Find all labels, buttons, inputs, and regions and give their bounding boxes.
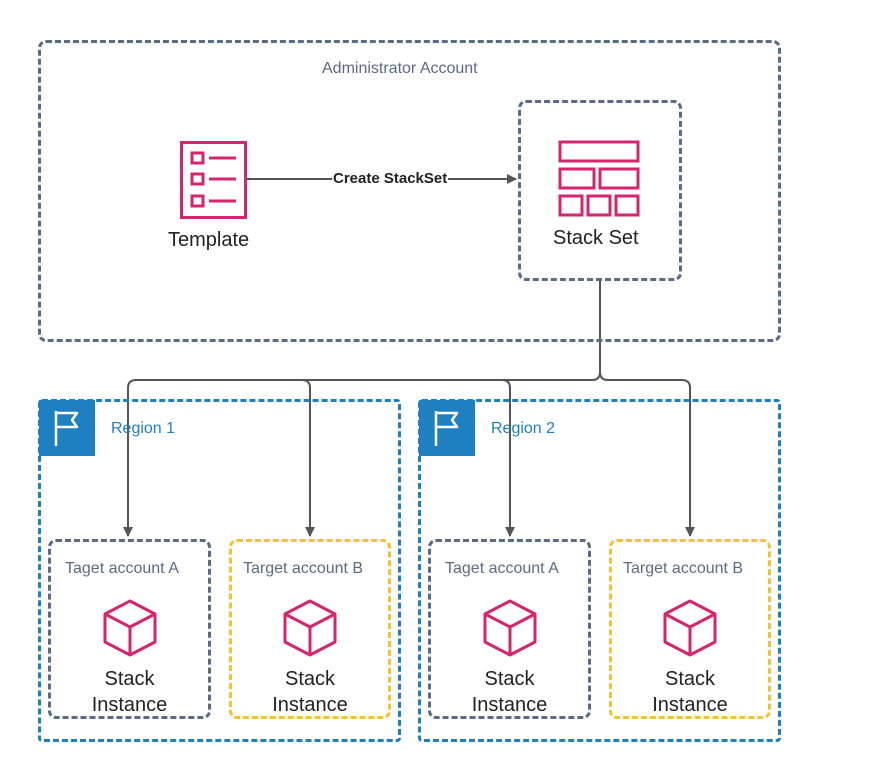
region-2-container — [418, 399, 781, 742]
instance-line-2: Instance — [471, 694, 548, 716]
region-2-account-a — [428, 539, 591, 719]
instance-line-1: Stack — [664, 668, 716, 690]
stack-set-label: Stack Set — [553, 227, 639, 249]
administrator-account-container — [38, 40, 781, 342]
template-label: Template — [168, 229, 250, 251]
branch-to-region1-account-b — [300, 379, 315, 537]
region-2-account-b — [609, 539, 771, 719]
region-1-account-b-title: Target account B — [243, 560, 364, 577]
region-1-account-a — [48, 539, 211, 719]
create-stackset-label: Create StackSet — [332, 170, 449, 187]
region-1-account-b — [229, 539, 391, 719]
region-2-account-b-title: Target account B — [623, 560, 744, 577]
instance-line-2: Instance — [652, 694, 728, 716]
region-flag-icon — [39, 400, 95, 456]
region-2-account-a-instance: Stack Instance — [428, 666, 591, 718]
branch-to-region2-account-b — [599, 371, 695, 537]
region-2-account-b-instance: Stack Instance — [609, 666, 771, 718]
region-1-account-a-instance: Stack Instance — [48, 666, 211, 718]
stack-instance-cube-icon — [483, 599, 537, 657]
instance-line-1: Stack — [104, 668, 155, 690]
region-1-title: Region 1 — [111, 420, 176, 437]
branch-to-region2-account-a — [500, 379, 515, 537]
stack-instance-cube-icon — [103, 599, 157, 657]
stack-set-grid-icon — [558, 140, 640, 217]
region-1-account-b-instance: Stack Instance — [229, 666, 391, 718]
instance-line-1: Stack — [284, 668, 336, 690]
region-2-account-a-title: Taget account A — [445, 560, 559, 577]
instance-line-2: Instance — [272, 694, 348, 716]
region-1-account-a-title: Taget account A — [65, 560, 179, 577]
stack-instance-cube-icon — [283, 599, 337, 657]
stack-instance-cube-icon — [663, 599, 717, 657]
template-list-icon — [180, 141, 247, 219]
stack-set-node — [518, 100, 682, 281]
instance-line-2: Instance — [91, 694, 168, 716]
instance-line-1: Stack — [484, 668, 535, 690]
region-flag-icon — [419, 400, 475, 456]
administrator-account-title: Administrator Account — [322, 60, 478, 77]
region-2-title: Region 2 — [491, 420, 556, 437]
region-1-container — [38, 399, 401, 742]
